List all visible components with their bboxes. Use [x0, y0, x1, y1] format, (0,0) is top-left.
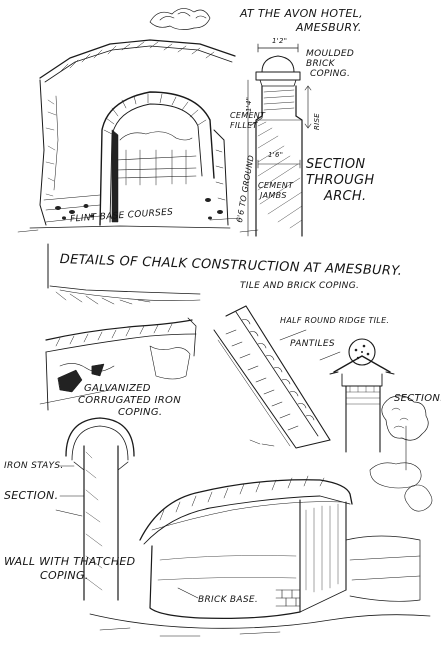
hotel-title-line2: AMESBURY. — [296, 21, 362, 34]
cement-fillet-1: CEMENT — [230, 111, 266, 120]
arch-vignette — [17, 8, 259, 233]
leader-lines — [55, 217, 341, 599]
thatched-wall — [89, 475, 433, 637]
tile-coping-perspective — [213, 305, 429, 489]
dim-14: 1'4" — [245, 96, 253, 112]
tile-brick-coping: TILE AND BRICK COPING. — [240, 281, 360, 291]
pantiles-label: PANTILES — [290, 339, 335, 349]
dim-16: 1'6" — [268, 151, 284, 159]
wall-thatched-2: COPING. — [40, 569, 89, 582]
section-left: SECTION. — [4, 489, 59, 502]
section-through-arch-1: SECTION — [306, 157, 366, 172]
wall-thatched-1: WALL WITH THATCHED — [4, 555, 136, 568]
section-right: SECTION. — [394, 393, 441, 404]
iron-stays: IRON STAYS. — [4, 461, 64, 471]
corrugated-iron-wall — [39, 317, 197, 411]
cement-jambs-2: JAMBS — [260, 191, 287, 200]
arched-iron-section — [59, 417, 135, 601]
moulded-label-3: COPING. — [310, 69, 351, 79]
half-round-ridge-tile: HALF ROUND RIDGE TILE. — [280, 316, 390, 325]
cement-jambs-1: CEMENT — [258, 181, 294, 190]
section-through-arch — [247, 43, 312, 237]
moulded-label-1: MOULDED — [306, 49, 355, 59]
rise-label: RISE — [313, 113, 321, 130]
galvanized-1: GALVANIZED — [84, 383, 151, 394]
moulded-label-2: BRICK — [306, 59, 335, 69]
section-through-arch-3: ARCH. — [324, 189, 367, 204]
brick-base: BRICK BASE. — [198, 595, 259, 605]
hotel-title-line1: AT THE AVON HOTEL, — [240, 7, 363, 20]
section-through-arch-2: THROUGH — [306, 173, 375, 188]
galvanized-3: COPING. — [118, 407, 163, 418]
galvanized-2: CORRUGATED IRON — [78, 395, 181, 406]
cement-fillet-2: FILLET — [230, 121, 258, 130]
dimension-top: 1'2" — [272, 37, 288, 45]
title-band — [47, 243, 201, 305]
